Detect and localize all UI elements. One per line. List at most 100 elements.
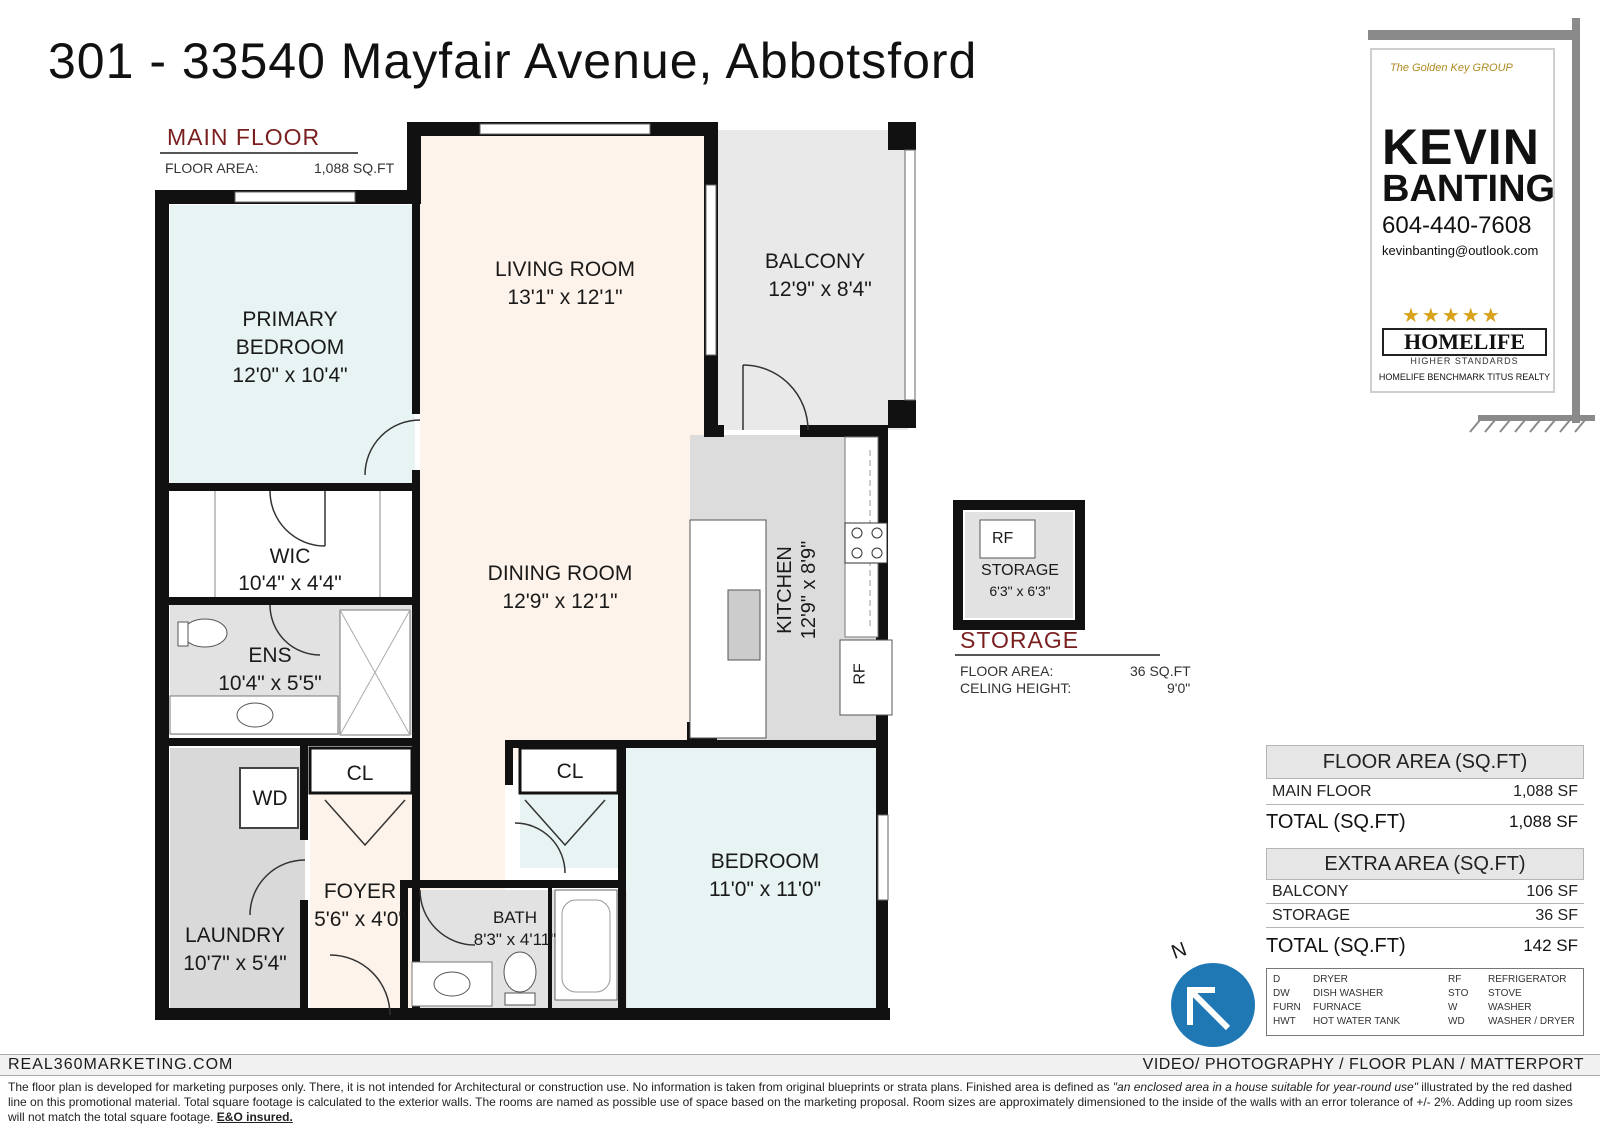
storage-room-dim: 6'3" x 6'3" xyxy=(989,583,1051,599)
floor-total-label: TOTAL (SQ.FT) xyxy=(1266,811,1406,833)
extra-row-value: 36 SF xyxy=(1535,907,1578,924)
footer-disclaimer: The floor plan is developed for marketin… xyxy=(8,1080,1592,1125)
laundry-dim: 10'7" x 5'4" xyxy=(183,952,287,975)
legend-full: FURNACE xyxy=(1313,1002,1362,1013)
foyer-dim: 5'6" x 4'0" xyxy=(314,908,406,931)
floor-total-row: TOTAL (SQ.FT) 1,088 SF xyxy=(1266,805,1584,839)
primary-bedroom-label-2: BEDROOM xyxy=(235,336,345,359)
storage-area-value: 36 SQ.FT xyxy=(1130,663,1191,679)
laundry-label: LAUNDRY xyxy=(185,924,285,947)
kitchen-label-block: KITCHEN 12'9" x 8'9" xyxy=(773,530,823,650)
page-title: 301 - 33540 Mayfair Avenue, Abbotsford xyxy=(48,33,978,89)
ensuite-dim: 10'4" x 5'5" xyxy=(218,672,322,695)
balcony-dim: 12'9" x 8'4" xyxy=(768,278,872,301)
disclaimer-text-2: illustrated by the red dashed line on th… xyxy=(8,1080,1573,1124)
bedroom-label: BEDROOM xyxy=(710,850,820,873)
kitchen-label: KITCHEN xyxy=(774,546,796,634)
table-row: BALCONY 106 SF xyxy=(1266,880,1584,904)
homelife-logo: HOMELIFE xyxy=(1382,328,1547,356)
living-dining-fill xyxy=(420,135,710,760)
agent-last-name: BANTING xyxy=(1382,168,1556,210)
homelife-tagline: HIGHER STANDARDS xyxy=(1410,356,1519,366)
brokerage-name: HOMELIFE BENCHMARK TITUS REALTY xyxy=(1378,372,1551,382)
agent-logo-text: The Golden Key GROUP xyxy=(1390,62,1513,74)
agent-first-name: KEVIN xyxy=(1382,119,1540,175)
floor-area-heading: FLOOR AREA (SQ.FT) xyxy=(1266,745,1584,779)
legend-abbr: FURN xyxy=(1273,1002,1301,1013)
bedroom-fill xyxy=(625,748,880,1010)
balcony-label: BALCONY xyxy=(764,250,866,273)
extra-area-heading: EXTRA AREA (SQ.FT) xyxy=(1266,848,1584,880)
extra-row-value: 106 SF xyxy=(1526,883,1578,900)
foyer-label: FOYER xyxy=(323,880,397,903)
kitchen-dim: 12'9" x 8'9" xyxy=(798,540,820,640)
legend-full: DRYER xyxy=(1313,974,1348,985)
storage-ceiling-value: 9'0" xyxy=(1167,680,1191,696)
legend-full: WASHER / DRYER xyxy=(1488,1016,1575,1027)
closet-label-2: CL xyxy=(556,760,584,783)
extra-row-label: STORAGE xyxy=(1272,907,1350,924)
legend-full: WASHER xyxy=(1488,1002,1532,1013)
extra-row-label: BALCONY xyxy=(1272,883,1349,900)
closet-label-1: CL xyxy=(346,762,374,785)
legend-abbr: WD xyxy=(1448,1016,1465,1027)
washer-dryer-label: WD xyxy=(252,787,288,810)
floor-row-value: 1,088 SF xyxy=(1513,783,1578,800)
main-floor-area-value: 1,088 SQ.FT xyxy=(314,160,395,176)
legend-abbr: D xyxy=(1273,974,1281,985)
footer-website: REAL360MARKETING.COM xyxy=(8,1056,234,1073)
floor-total-value: 1,088 SF xyxy=(1509,812,1578,831)
primary-bedroom-fill xyxy=(170,205,415,483)
living-room-label: LIVING ROOM xyxy=(494,258,636,281)
kitchen-fridge-label: RF xyxy=(851,663,869,685)
legend-abbr: DW xyxy=(1273,988,1290,999)
legend-full: HOT WATER TANK xyxy=(1313,1016,1401,1027)
dining-room-label: DINING ROOM xyxy=(487,562,633,585)
floor-area-table: FLOOR AREA (SQ.FT) MAIN FLOOR 1,088 SF T… xyxy=(1266,745,1584,839)
table-row: STORAGE 36 SF xyxy=(1266,904,1584,928)
storage-heading: STORAGE xyxy=(960,627,1080,653)
eo-insured: E&O insured. xyxy=(216,1110,293,1124)
living-room-dim: 13'1" x 12'1" xyxy=(507,286,623,309)
storage-fridge-label: RF xyxy=(992,530,1014,547)
agent-sign: The Golden Key GROUP KEVIN BANTING 604-4… xyxy=(1370,48,1555,393)
dining-room-dim: 12'9" x 12'1" xyxy=(502,590,618,613)
extra-total-label: TOTAL (SQ.FT) xyxy=(1266,935,1406,957)
bath-dim: 8'3" x 4'11" xyxy=(473,930,557,949)
legend-abbr: W xyxy=(1448,1002,1458,1013)
main-floor-area-label: FLOOR AREA: xyxy=(165,160,259,176)
bath-label: BATH xyxy=(492,908,538,927)
floor-row-label: MAIN FLOOR xyxy=(1272,783,1372,800)
legend-abbr: STO xyxy=(1448,988,1469,999)
primary-bedroom-label-1: PRIMARY xyxy=(242,308,338,331)
extra-total-row: TOTAL (SQ.FT) 142 SF xyxy=(1266,928,1584,964)
bedroom-dim: 11'0" x 11'0" xyxy=(708,878,822,901)
wic-label: WIC xyxy=(269,545,311,568)
disclaimer-quote: "an enclosed area in a house suitable fo… xyxy=(1112,1080,1418,1094)
wic-dim: 10'4" x 4'4" xyxy=(238,572,342,595)
legend-full: DISH WASHER xyxy=(1313,988,1384,999)
main-floor-divider xyxy=(160,152,358,154)
abbreviation-legend: D DRYER RF REFRIGERATOR DW DISH WASHER S… xyxy=(1266,968,1584,1036)
main-floor-heading: MAIN FLOOR xyxy=(167,124,321,150)
agent-phone: 604-440-7608 xyxy=(1382,212,1532,239)
storage-ceiling-label: CELING HEIGHT: xyxy=(960,680,1072,696)
legend-abbr: RF xyxy=(1448,974,1462,985)
legend-full: STOVE xyxy=(1488,988,1522,999)
compass-icon xyxy=(1171,963,1255,1047)
legend-abbr: HWT xyxy=(1273,1016,1296,1027)
storage-room-label: STORAGE xyxy=(981,562,1059,579)
storage-area-label: FLOOR AREA: xyxy=(960,663,1054,679)
footer-services: VIDEO/ PHOTOGRAPHY / FLOOR PLAN / MATTER… xyxy=(1142,1056,1584,1073)
ensuite-label: ENS xyxy=(248,644,292,667)
stars-icon: ★★★★★ xyxy=(1402,305,1502,327)
storage-divider xyxy=(955,654,1160,656)
table-row: MAIN FLOOR 1,088 SF xyxy=(1266,779,1584,805)
legend-full: REFRIGERATOR xyxy=(1488,974,1567,985)
balcony-fill xyxy=(718,130,908,430)
extra-area-table: EXTRA AREA (SQ.FT) BALCONY 106 SF STORAG… xyxy=(1266,848,1584,964)
disclaimer-text: The floor plan is developed for marketin… xyxy=(8,1080,1113,1094)
footer-bar xyxy=(0,1054,1600,1076)
agent-email: kevinbanting@outlook.com xyxy=(1382,243,1539,258)
